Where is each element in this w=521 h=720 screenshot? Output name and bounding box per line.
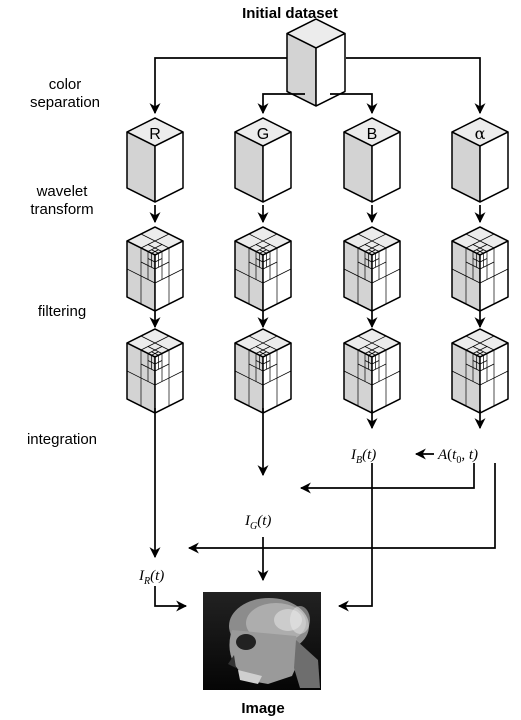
title-initial-dataset: Initial dataset [242,5,338,22]
wavelet-cube-a [451,226,509,312]
integral-alpha-label: A(t0, t) [437,447,478,466]
stage-label-filtering: filtering [38,303,86,320]
filtered-cube-g [234,328,292,414]
integral-ir-label: IR(t) [138,568,164,587]
cube-alpha: α [451,117,509,203]
cube-r-label: R [149,126,161,143]
output-label-image: Image [241,700,284,717]
filtered-cube-r [126,328,184,414]
stage-label-wavelet: wavelet [36,183,89,200]
edge-layer [149,57,496,612]
integral-ib-label: IB(t) [350,447,376,466]
cube-b: B [343,117,401,203]
integral-ig-label: IG(t) [244,513,271,532]
stage-label-color: color [49,76,82,93]
arrow-ib-to-image [337,463,373,612]
arrow-dataset-to-alpha [346,57,486,115]
filtered-cube-a [451,328,509,414]
stage-label-transform: transform [30,201,93,218]
dataset-cube [286,18,346,107]
arrow-dataset-to-g [257,93,305,115]
cube-g-label: G [257,126,269,143]
wavelet-cube-r [126,226,184,312]
stage-label-separation: separation [30,94,100,111]
arrow-a-to-ir [187,463,496,554]
stage-label-integration: integration [27,431,97,448]
arrow-ir-to-image [154,586,188,612]
rendered-skull-image [203,592,321,690]
wavelet-cube-g [234,226,292,312]
wavelet-cube-b [343,226,401,312]
arrow-a-to-ig [299,463,475,494]
arrow-dataset-to-b [330,93,378,115]
cube-b-label: B [367,126,378,143]
cube-r: R [126,117,184,203]
cube-g: G [234,117,292,203]
filtered-cube-b [343,328,401,414]
cube-alpha-label: α [475,124,486,143]
arrow-dataset-to-r [149,57,287,115]
